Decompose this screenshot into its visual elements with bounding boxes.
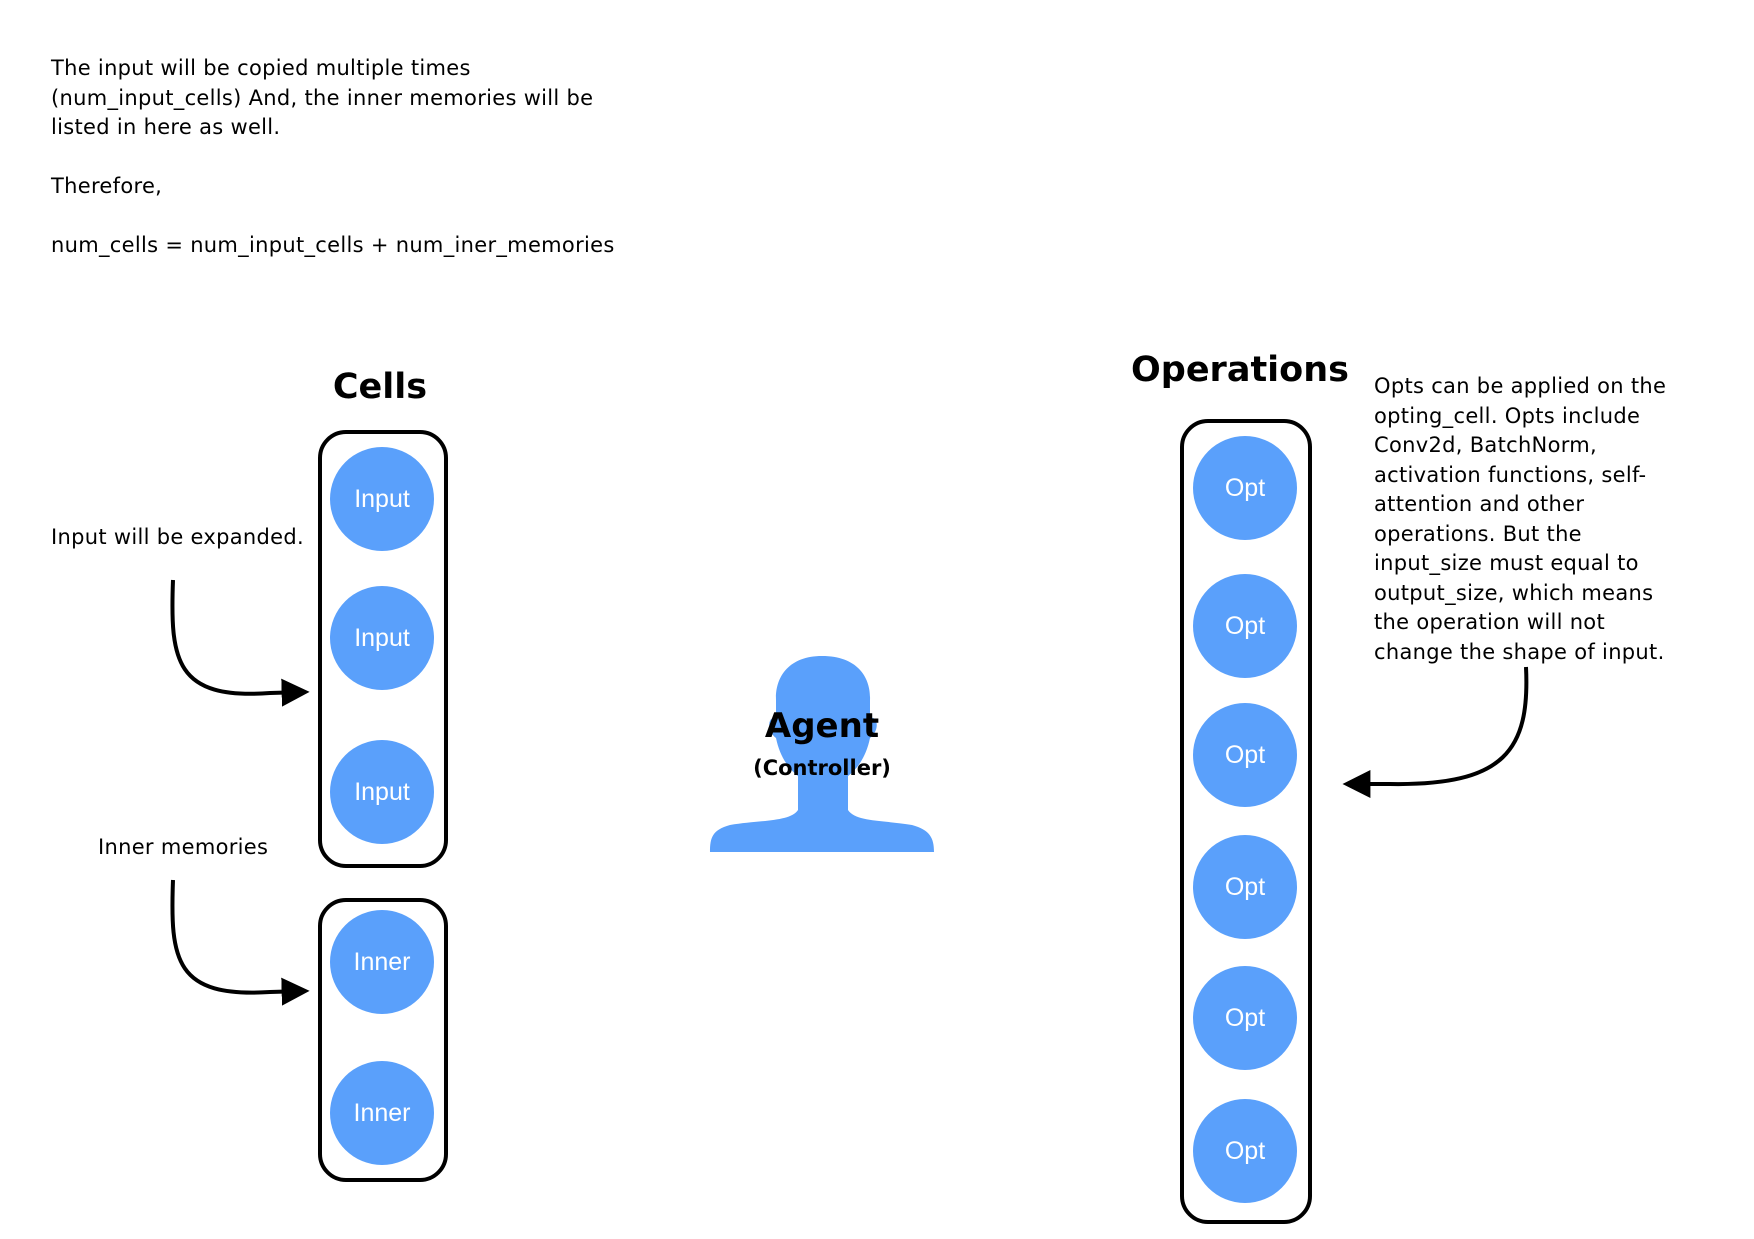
operation-node: Opt xyxy=(1193,703,1297,807)
operation-node: Opt xyxy=(1193,966,1297,1070)
input-expanded-arrow xyxy=(170,579,310,707)
operations-note-arrow xyxy=(1342,666,1529,798)
input-cell-node: Input xyxy=(330,740,434,844)
operation-node: Opt xyxy=(1193,436,1297,540)
intro-line: listed in here as well. xyxy=(51,115,281,139)
operations-note-line: Conv2d, BatchNorm, xyxy=(1374,433,1598,457)
operations-note-line: change the shape of input. xyxy=(1374,639,1665,664)
inner-memory-node: Inner xyxy=(330,1061,434,1165)
operations-note-line: Opts can be applied on the xyxy=(1374,374,1667,398)
operation-node: Opt xyxy=(1193,1099,1297,1203)
operation-node: Opt xyxy=(1193,574,1297,678)
operations-note-line: operations. But the xyxy=(1374,521,1582,546)
operations-note-line: input_size must equal to xyxy=(1374,551,1639,575)
input-cell-node: Input xyxy=(330,586,434,690)
inner-memories-arrow xyxy=(170,879,310,1006)
person-icon xyxy=(710,656,934,852)
operations-note-line: activation functions, self- xyxy=(1374,462,1647,487)
inner-memory-node: Inner xyxy=(330,910,434,1014)
agent-subtitle: (Controller) xyxy=(753,756,891,780)
intro-note: The input will be copied multiple times … xyxy=(51,54,615,261)
cells-title: Cells xyxy=(332,367,428,407)
agent-title: Agent xyxy=(764,706,880,746)
operations-group xyxy=(1180,419,1312,1224)
input-cell-node: Input xyxy=(330,447,434,551)
input-expanded-label: Input will be expanded. xyxy=(51,525,304,549)
intro-line: Therefore, xyxy=(51,174,163,198)
operations-note: Opts can be applied on the opting_cell. … xyxy=(1374,372,1666,667)
formula-line: num_cells = num_input_cells + num_iner_m… xyxy=(51,233,615,257)
inner-memories-label: Inner memories xyxy=(98,835,269,859)
operations-note-line: opting_cell. Opts include xyxy=(1374,403,1641,428)
operations-note-line: attention and other xyxy=(1374,492,1585,516)
input-cells-group xyxy=(318,430,448,868)
intro-line: The input will be copied multiple times xyxy=(51,56,471,80)
intro-line: (num_input_cells) And, the inner memorie… xyxy=(51,85,594,110)
operation-node: Opt xyxy=(1193,835,1297,939)
operations-note-line: output_size, which means xyxy=(1374,580,1654,605)
inner-memory-group xyxy=(318,898,448,1182)
operations-note-line: the operation will not xyxy=(1374,610,1605,634)
operations-title: Operations xyxy=(1131,350,1349,390)
